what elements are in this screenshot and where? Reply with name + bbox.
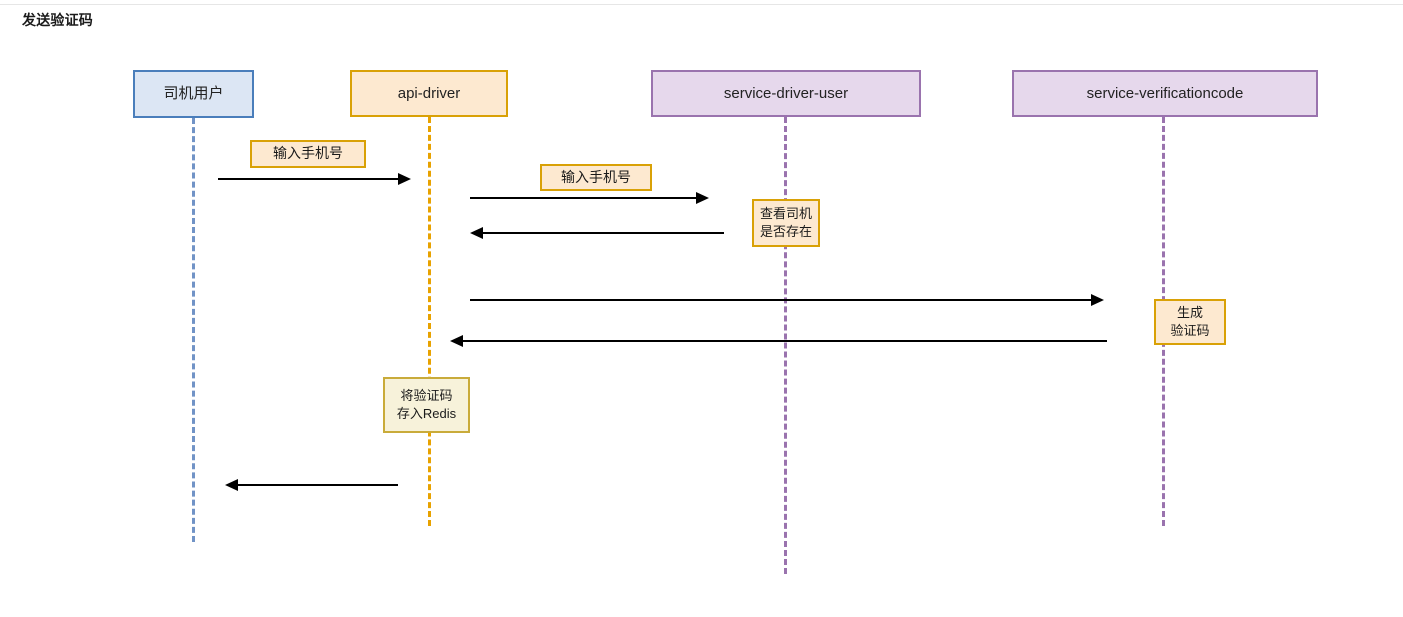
message-line-2 bbox=[470, 197, 696, 199]
actor-label-api-driver: api-driver bbox=[397, 84, 461, 102]
note-store-code-line-2: 存入Redis bbox=[396, 406, 457, 421]
actor-label-driver-user: 司机用户 bbox=[163, 85, 224, 102]
lifeline-driver-user bbox=[192, 118, 195, 542]
arrow-head-right-4 bbox=[1091, 294, 1104, 306]
actor-box-service-driver-user[interactable]: service-driver-user bbox=[651, 70, 921, 117]
message-label-2: 输入手机号 bbox=[540, 164, 652, 191]
actor-label-service-driver-user: service-driver-user bbox=[723, 84, 849, 102]
note-generate-code-line-1: 生成 bbox=[1176, 305, 1203, 321]
message-line-5 bbox=[463, 340, 1107, 342]
message-line-4 bbox=[470, 299, 1091, 301]
actor-box-driver-user[interactable]: 司机用户 bbox=[133, 70, 254, 118]
page-title: 发送验证码 bbox=[22, 12, 93, 28]
note-store-code-line-1: 将验证码 bbox=[400, 388, 453, 404]
note-check-driver-line-1: 查看司机 bbox=[759, 206, 812, 222]
message-line-3 bbox=[483, 232, 724, 234]
note-check-driver-exists[interactable]: 查看司机 是否存在 bbox=[752, 199, 820, 247]
arrow-head-right-2 bbox=[696, 192, 709, 204]
message-line-6 bbox=[238, 484, 398, 486]
arrow-head-left-5 bbox=[450, 335, 463, 347]
note-generate-code[interactable]: 生成 验证码 bbox=[1154, 299, 1226, 345]
arrow-head-left-6 bbox=[225, 479, 238, 491]
actor-box-api-driver[interactable]: api-driver bbox=[350, 70, 508, 117]
lifeline-service-driver-user bbox=[784, 117, 787, 574]
actor-label-service-verificationcode: service-verificationcode bbox=[1086, 84, 1244, 102]
actor-box-service-verificationcode[interactable]: service-verificationcode bbox=[1012, 70, 1318, 117]
arrow-head-right-1 bbox=[398, 173, 411, 185]
message-line-1 bbox=[218, 178, 398, 180]
top-divider bbox=[0, 4, 1403, 5]
lifeline-api-driver bbox=[428, 117, 431, 526]
arrow-head-left-3 bbox=[470, 227, 483, 239]
message-label-1: 输入手机号 bbox=[250, 140, 366, 168]
note-generate-code-line-2: 验证码 bbox=[1170, 323, 1210, 338]
note-store-code-redis[interactable]: 将验证码 存入Redis bbox=[383, 377, 470, 433]
note-check-driver-line-2: 是否存在 bbox=[759, 224, 812, 239]
